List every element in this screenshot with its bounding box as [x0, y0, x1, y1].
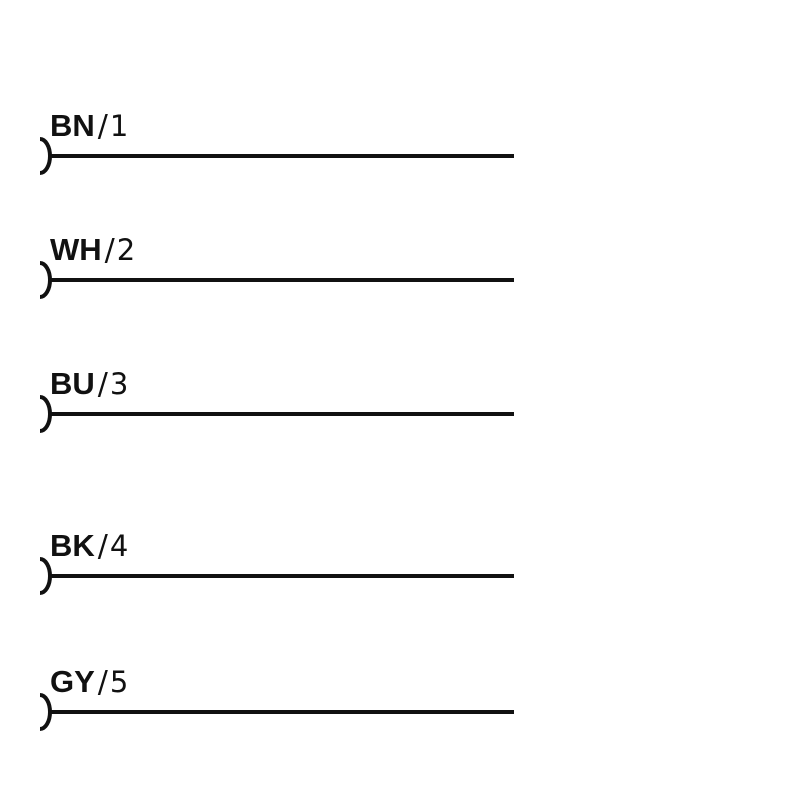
wire-separator: / [97, 529, 108, 564]
socket-contact-symbol [39, 261, 52, 299]
wire-separator: / [97, 665, 108, 700]
wire-graphic-3 [39, 395, 514, 433]
wire-color-code: BN [50, 108, 95, 143]
wire-label-3: BU/3 [50, 368, 128, 400]
wire-separator: / [97, 109, 108, 144]
wire-row-5: GY/5 [0, 666, 800, 731]
wire-graphic-1 [39, 137, 514, 175]
wire-graphic-2 [39, 261, 514, 299]
wire-separator: / [97, 367, 108, 402]
wire-separator: / [104, 233, 115, 268]
socket-contact-symbol [39, 557, 52, 595]
wire-label-1: BN/1 [50, 110, 128, 142]
wire-color-code: BU [50, 366, 95, 401]
socket-contact-symbol [39, 137, 52, 175]
wire-pin-number: 5 [109, 665, 129, 699]
socket-contact-symbol [39, 395, 52, 433]
wire-pin-number: 2 [116, 233, 136, 267]
wire-row-3: BU/3 [0, 368, 800, 433]
wire-graphic-4 [39, 557, 514, 595]
wire-row-2: WH/2 [0, 234, 800, 299]
wire-row-4: BK/4 [0, 530, 800, 595]
wire-color-code: WH [50, 232, 102, 267]
wire-pin-number: 1 [109, 109, 129, 143]
wire-row-1: BN/1 [0, 110, 800, 175]
wire-label-4: BK/4 [50, 530, 128, 562]
socket-contact-symbol [39, 693, 52, 731]
wire-color-code: GY [50, 664, 95, 699]
wire-graphic-5 [39, 693, 514, 731]
wire-pin-number: 4 [109, 529, 129, 563]
wire-label-5: GY/5 [50, 666, 128, 698]
wire-pin-number: 3 [109, 367, 129, 401]
wire-label-2: WH/2 [50, 234, 135, 266]
wire-color-code: BK [50, 528, 95, 563]
